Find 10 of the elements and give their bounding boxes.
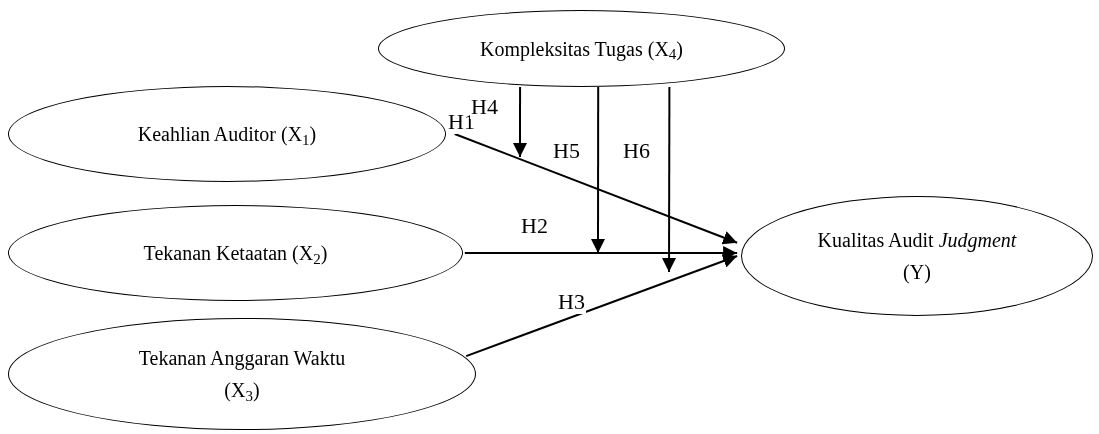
node-label: Keahlian Auditor (X$_{1}$) [137,122,317,150]
arrow [591,86,605,254]
node-label: Kualitas Audit Judgment (Y) [817,228,1017,286]
arrow [465,254,739,358]
node-label: Tekanan Anggaran Waktu (X$_{3}$) [137,346,347,406]
node-label: Tekanan Ketaatan (X$_{2}$) [143,241,328,269]
node-label: Kompleksitas Tugas (X$_{4}$) [479,36,684,65]
arrow [662,86,677,273]
arrow [513,86,527,158]
arrow [453,133,739,245]
